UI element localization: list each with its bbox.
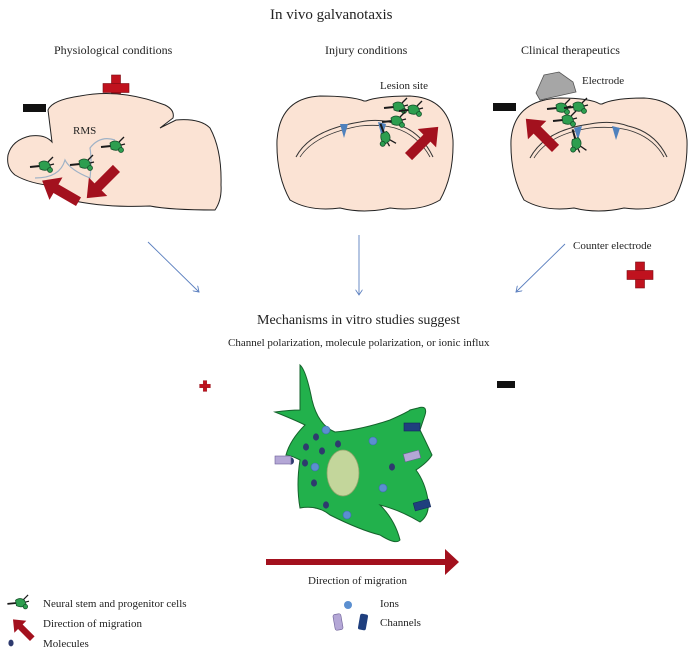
panel-heading-clinical: Clinical therapeutics — [521, 43, 620, 57]
lesion-site-label: Lesion site — [380, 80, 428, 92]
mechanisms-title: Mechanisms in vitro studies suggest — [257, 313, 460, 328]
diagram-title: In vivo galvanotaxis — [270, 7, 393, 23]
migrating-cell — [273, 363, 433, 543]
molecules — [288, 433, 395, 509]
legend-ions-label: Ions — [380, 598, 399, 610]
panel-heading-physiological: Physiological conditions — [54, 43, 173, 57]
legend-channel-dark-icon — [357, 613, 369, 631]
panel-heading-injury: Injury conditions — [325, 43, 408, 57]
rms-pathway — [34, 138, 116, 179]
legend-channels-label: Channels — [380, 617, 421, 629]
negative-electrode-icon — [497, 381, 515, 388]
ventricle — [574, 126, 582, 140]
electrode-label: Electrode — [582, 75, 625, 87]
channels — [274, 422, 432, 512]
injury-panel — [276, 95, 454, 212]
flow-arrow — [147, 241, 199, 292]
sagittal-brain — [7, 92, 222, 211]
legend-molecule-icon — [8, 639, 14, 647]
counter-electrode-icon — [626, 261, 654, 289]
legend-ion-icon — [344, 601, 352, 609]
counter-electrode-label: Counter electrode — [573, 240, 652, 252]
negative-electrode-icon — [493, 103, 516, 111]
flow-arrow — [516, 243, 566, 292]
positive-electrode-icon — [199, 380, 211, 392]
legend-molecules-label: Molecules — [43, 638, 89, 650]
coronal-brain-clinical — [510, 97, 688, 212]
legend-nsc-icon — [6, 594, 30, 610]
migration-direction-label: Direction of migration — [308, 575, 407, 587]
coronal-brain-injury — [276, 95, 454, 212]
nucleus — [326, 449, 360, 497]
legend-migration-label: Direction of migration — [43, 618, 142, 630]
physiological-panel — [7, 74, 222, 213]
ventricle — [612, 126, 620, 140]
migration-direction-arrow — [266, 549, 459, 575]
clinical-panel — [493, 71, 688, 289]
rms-label: RMS — [73, 125, 97, 137]
legend-nsc-label: Neural stem and progenitor cells — [43, 598, 187, 610]
electrode-icon — [535, 71, 577, 101]
mechanisms-subtitle: Channel polarization, molecule polarizat… — [228, 337, 490, 349]
negative-electrode-icon — [23, 104, 46, 112]
ventricle — [340, 124, 348, 138]
ions — [310, 425, 388, 520]
legend-channel-light-icon — [332, 613, 344, 631]
